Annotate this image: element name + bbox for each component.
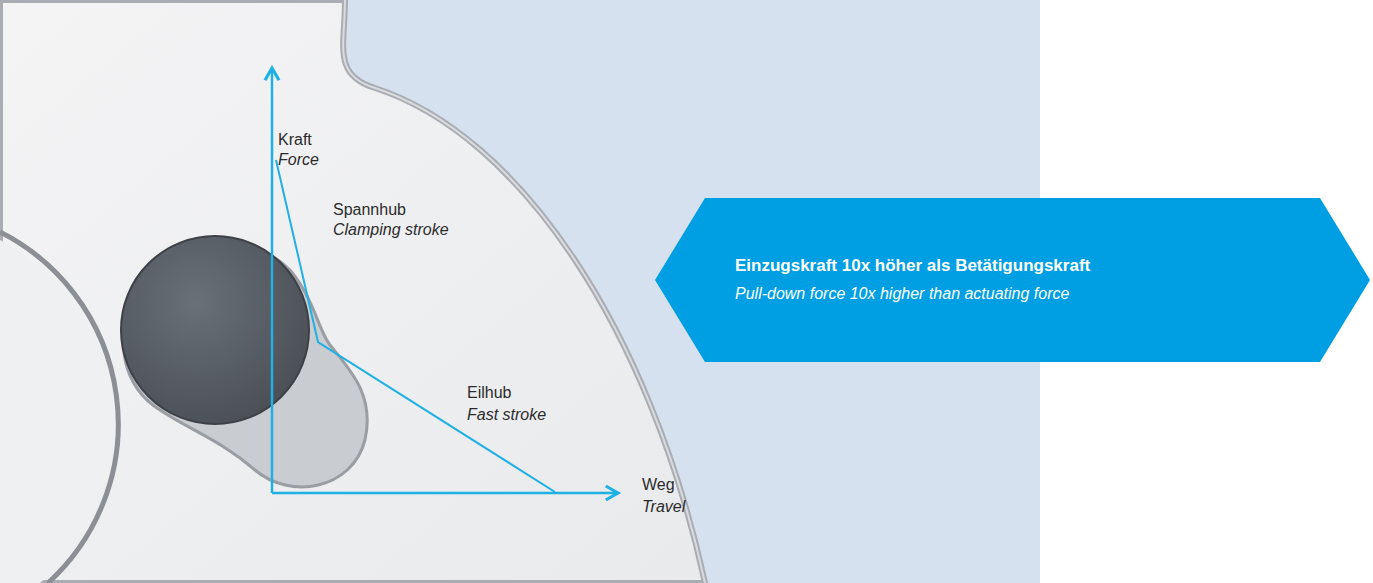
travel-axis [272, 492, 618, 495]
clamp-part [0, 0, 705, 583]
axis-label: Eilhub [467, 383, 511, 403]
axis-label: Kraft [278, 130, 312, 150]
clamping-bolt [121, 236, 309, 424]
axis-label: Fast stroke [467, 405, 546, 425]
bore [0, 240, 114, 583]
banner-shape [655, 198, 1370, 362]
banner-text: Einzugskraft 10x höher als Betätigungskr… [735, 254, 1090, 278]
banner-fill [655, 198, 1370, 362]
bore-edge [0, 232, 118, 583]
banner-text: Pull-down force 10x higher than actuatin… [735, 282, 1090, 306]
axis-label: Weg [642, 475, 675, 495]
axis-label: Travel [642, 497, 685, 517]
axis-label: Force [278, 150, 319, 170]
callout-banner: Einzugskraft 10x höher als Betätigungskr… [655, 198, 1370, 362]
force-axis [271, 68, 274, 493]
part-edge-highlight [343, 0, 705, 583]
axis-label: Clamping stroke [333, 220, 449, 240]
axis-label: Spannhub [333, 200, 406, 220]
force-travel-curve [276, 160, 555, 492]
